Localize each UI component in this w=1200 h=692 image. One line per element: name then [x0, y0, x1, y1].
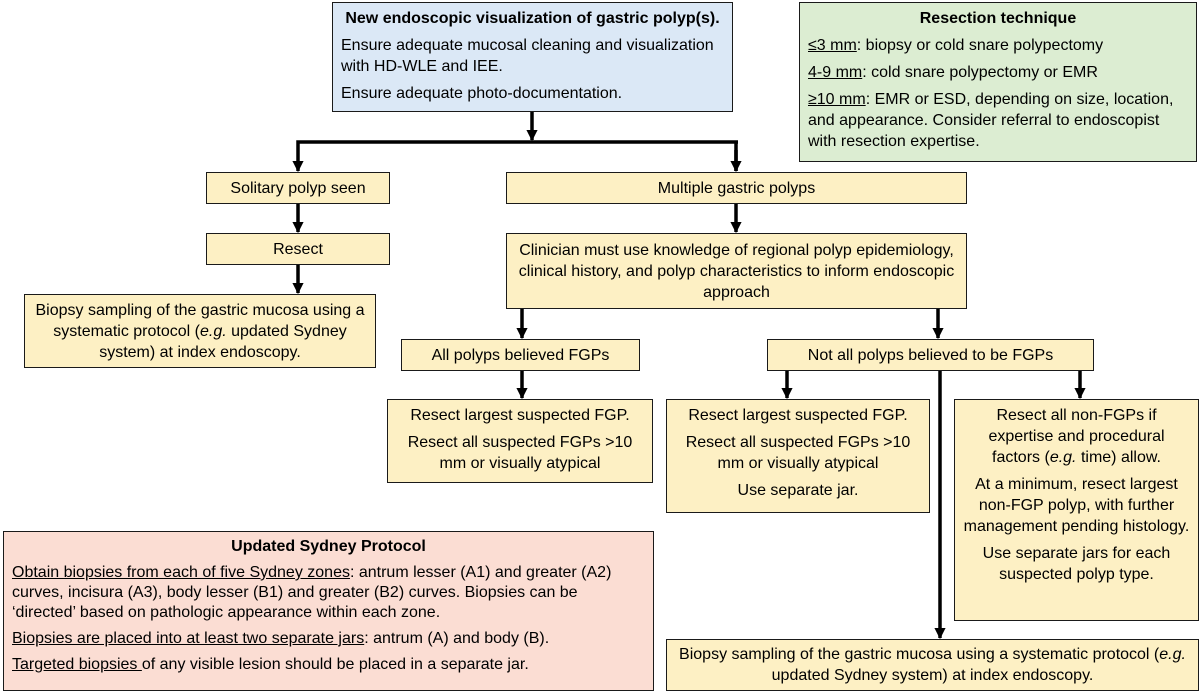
- resect-label: Resect: [273, 240, 323, 258]
- resect-fgp-left-line2: Resect all suspected FGPs >10 mm or visu…: [407, 434, 633, 472]
- solitary-polyp-box: Solitary polyp seen: [206, 172, 390, 204]
- start-box: New endoscopic visualization of gastric …: [332, 2, 733, 112]
- resection-item-1: ≤3 mm: biopsy or cold snare polypectomy: [808, 37, 1104, 54]
- start-line1: Ensure adequate mucosal cleaning and vis…: [341, 37, 714, 75]
- all-fgp-box: All polyps believed FGPs: [401, 339, 640, 371]
- all-fgp-label: All polyps believed FGPs: [431, 346, 610, 364]
- multiple-polyps-box: Multiple gastric polyps: [506, 172, 967, 204]
- resection-item-2: 4-9 mm: cold snare polypectomy or EMR: [808, 64, 1098, 81]
- start-title: New endoscopic visualization of gastric …: [345, 10, 720, 27]
- resection-item-3: ≥10 mm: EMR or ESD, depending on size, l…: [808, 91, 1174, 150]
- resect-fgp-box-left: Resect largest suspected FGP. Resect all…: [387, 399, 653, 483]
- sydney-para-3: Targeted biopsies of any visible lesion …: [12, 656, 529, 673]
- biopsy-bottom-box: Biopsy sampling of the gastric mucosa us…: [666, 639, 1199, 691]
- resect-fgp-right-line3: Use separate jar.: [737, 482, 859, 499]
- solitary-label: Solitary polyp seen: [230, 179, 366, 197]
- sydney-para-1: Obtain biopsies from each of five Sydney…: [12, 564, 612, 621]
- non-fgp-line2: At a minimum, resect largest non-FGP pol…: [963, 476, 1190, 535]
- resection-technique-box: Resection technique ≤3 mm: biopsy or col…: [799, 2, 1197, 162]
- biopsy-bottom-text: Biopsy sampling of the gastric mucosa us…: [679, 646, 1186, 684]
- biopsy-left-box: Biopsy sampling of the gastric mucosa us…: [24, 294, 376, 368]
- resect-fgp-box-right: Resect largest suspected FGP. Resect all…: [666, 399, 930, 513]
- resect-box: Resect: [206, 233, 390, 265]
- arrow-to-solitary: [292, 140, 738, 173]
- resect-fgp-right-line2: Resect all suspected FGPs >10 mm or visu…: [685, 434, 911, 472]
- resect-fgp-left-line1: Resect largest suspected FGP.: [410, 407, 630, 424]
- clinician-box: Clinician must use knowledge of regional…: [506, 233, 967, 309]
- sydney-para-2: Biopsies are placed into at least two se…: [12, 630, 550, 647]
- multiple-label: Multiple gastric polyps: [657, 179, 816, 197]
- sydney-protocol-box: Updated Sydney Protocol Obtain biopsies …: [3, 531, 654, 691]
- sydney-title: Updated Sydney Protocol: [231, 538, 426, 555]
- resect-fgp-right-line1: Resect largest suspected FGP.: [688, 407, 908, 424]
- clinician-text: Clinician must use knowledge of regional…: [518, 241, 955, 301]
- non-fgp-box: Resect all non-FGPs if expertise and pro…: [954, 399, 1199, 621]
- not-all-fgp-label: Not all polyps believed to be FGPs: [807, 346, 1054, 364]
- resection-title: Resection technique: [919, 10, 1077, 27]
- non-fgp-line3: Use separate jars for each suspected pol…: [982, 545, 1171, 583]
- start-line2: Ensure adequate photo-documentation.: [341, 85, 623, 102]
- not-all-fgp-box: Not all polyps believed to be FGPs: [767, 339, 1094, 371]
- non-fgp-line1: Resect all non-FGPs if expertise and pro…: [988, 407, 1165, 466]
- biopsy-left-text: Biopsy sampling of the gastric mucosa us…: [35, 301, 365, 361]
